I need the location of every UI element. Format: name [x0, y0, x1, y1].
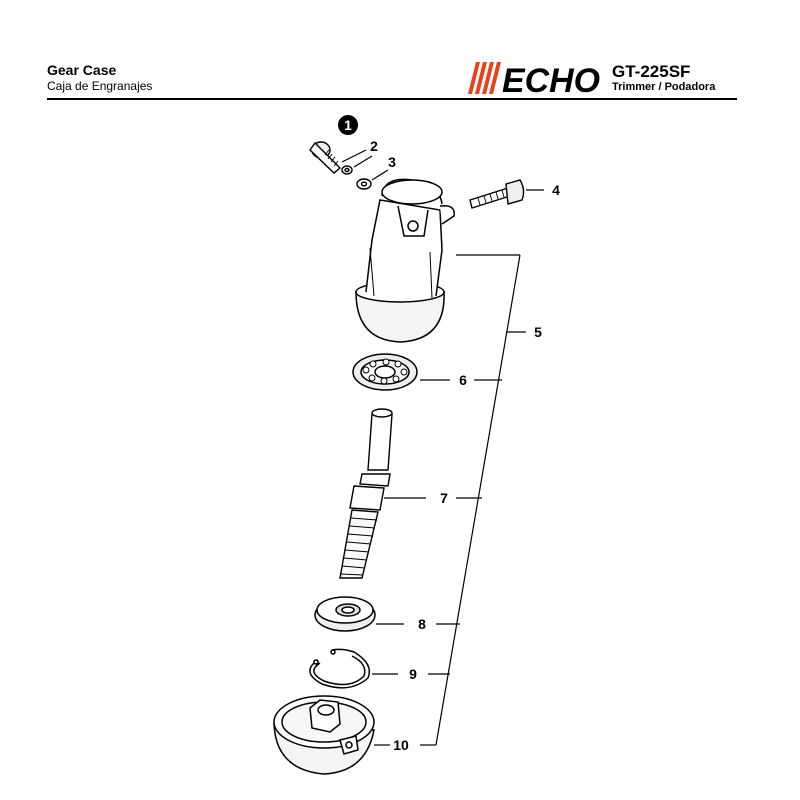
page-title-spanish: Caja de Engranajes — [47, 79, 153, 93]
part-8-bearing — [314, 596, 376, 632]
model-number: GT-225SF — [612, 62, 691, 81]
page-title: Gear Case — [47, 62, 117, 78]
part-6-bearing — [352, 353, 418, 391]
leader-2 — [353, 155, 373, 168]
page-header: Gear Case Caja de Engranajes ECHO GT-225… — [0, 0, 800, 100]
callout-3: 3 — [388, 154, 396, 170]
callout-7: 7 — [440, 490, 448, 506]
callout-9: 9 — [409, 666, 417, 682]
part-3-washer — [356, 178, 372, 190]
part-7-shaft — [339, 408, 393, 579]
part-9-snap-ring — [309, 648, 371, 689]
echo-logo: ECHO — [468, 62, 600, 96]
callout-8: 8 — [418, 616, 426, 632]
part-5-gear-case — [355, 178, 455, 343]
part-4-bolt — [469, 179, 525, 209]
callout-10: 10 — [393, 737, 409, 753]
header-rule — [47, 98, 737, 100]
part-1-screw — [309, 141, 342, 174]
svg-text:ECHO: ECHO — [502, 62, 600, 96]
callout-2: 2 — [370, 138, 378, 154]
callout-4: 4 — [552, 182, 560, 198]
callout-5: 5 — [534, 324, 542, 340]
svg-text:1: 1 — [344, 117, 352, 133]
part-2-lock-washer — [341, 165, 353, 175]
product-subtitle: Trimmer / Podadora — [612, 81, 716, 93]
callout-5-bracket — [420, 254, 526, 746]
leader-1 — [341, 149, 367, 163]
callout-1: 1 — [338, 115, 358, 135]
callout-6: 6 — [459, 372, 467, 388]
part-10-cover — [273, 695, 375, 775]
leader-3 — [371, 169, 389, 181]
